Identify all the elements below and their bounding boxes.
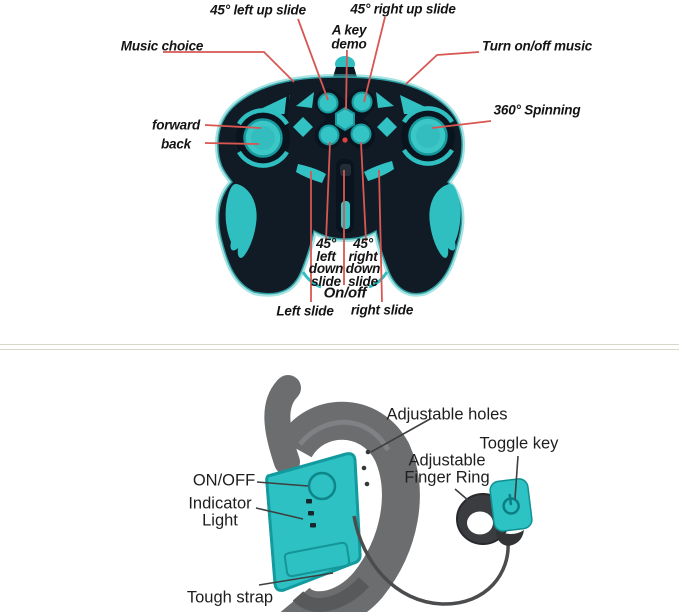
leader-adjustable-holes (370, 418, 431, 453)
label-music-choice: Music choice (120, 38, 204, 54)
button-a-key (335, 106, 355, 132)
label-right-slide: right slide (350, 302, 414, 318)
indicator-lights (306, 499, 316, 528)
button-left-down (318, 124, 340, 146)
label-right-up-slide: 45° right up slide (350, 1, 456, 17)
label-adjustable-holes: Adjustable holes (386, 405, 508, 424)
grip-flames (225, 183, 461, 258)
leader-left-up-slide (297, 18, 329, 101)
joystick-left (236, 108, 290, 168)
on-off-button (307, 471, 337, 501)
label-left-slide: Left slide (276, 303, 334, 319)
label-toggle-key: Toggle key (479, 434, 559, 453)
wrist-strap (264, 375, 420, 612)
leader-indicator-light (255, 507, 304, 520)
label-tough-strap: Tough strap (186, 588, 274, 607)
toggle-key (489, 478, 533, 532)
strap-tongue (264, 375, 301, 475)
label-back: back (161, 136, 191, 152)
label-forward: forward (151, 117, 201, 133)
section-divider (0, 344, 679, 350)
label-turn-on-off-music: Turn on/off music (481, 38, 593, 54)
button-left-up (317, 92, 339, 114)
label-a-key-demo: A key demo (331, 22, 367, 51)
leader-finger-ring (454, 488, 477, 508)
leader-right-down-slide (360, 141, 367, 242)
leader-music-choice (163, 51, 295, 83)
label-right-down-slide: 45° right down slide (345, 235, 381, 289)
leader-a-key-demo (345, 49, 348, 111)
leader-lines-top (163, 16, 492, 303)
cable (352, 515, 510, 606)
label-on-off-switch: ON/OFF (192, 471, 256, 490)
leader-toggle-key (514, 455, 519, 500)
leader-on-off-button (256, 481, 309, 487)
receiver-box (265, 452, 362, 592)
leader-360-spinning (431, 120, 492, 129)
power-switch (336, 159, 354, 233)
leader-tough-strap (258, 572, 334, 586)
leader-turn-on-off-music (405, 51, 480, 85)
box-bottom-plate (283, 541, 351, 578)
leader-forward (204, 124, 262, 129)
label-indicator-light: Indicator Light (188, 494, 252, 530)
controller-illustration (163, 16, 492, 303)
leader-lines-bottom (255, 418, 519, 586)
button-cluster (314, 88, 376, 150)
label-left-down-slide: 45° left down slide (308, 235, 344, 289)
label-adjustable-finger-ring: Adjustable Finger Ring (404, 451, 490, 487)
button-right-down (350, 123, 372, 145)
label-left-up-slide: 45° left up slide (210, 2, 306, 18)
label-on-off: On/off (323, 284, 367, 302)
leader-right-up-slide (363, 16, 386, 103)
joystick-right (401, 106, 455, 166)
leader-back (204, 142, 260, 145)
led-indicator (342, 137, 348, 143)
leader-left-down-slide (325, 141, 331, 242)
wristband-illustration (255, 375, 533, 612)
side-deco-diamonds (293, 117, 397, 137)
leader-right-slide (378, 169, 383, 303)
label-360-spinning: 360° Spinning (493, 102, 581, 118)
adjustable-holes (361, 449, 371, 487)
button-right-up (351, 91, 373, 113)
